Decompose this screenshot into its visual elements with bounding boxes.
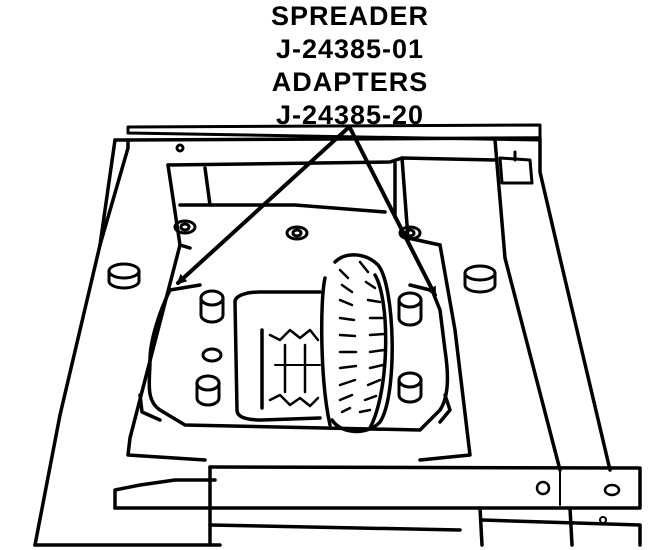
frame-bolts — [107, 143, 497, 294]
arrow-to-right-adapter — [348, 126, 437, 297]
spreader-part-number: J-24385-01 — [275, 34, 425, 64]
arrow-to-left-adapter — [176, 126, 350, 285]
differential-housing — [138, 283, 452, 432]
spreader-frame — [33, 123, 612, 547]
callout-arrows — [176, 126, 437, 297]
differential-case — [233, 290, 322, 422]
spreader-label: SPREADER — [270, 1, 430, 31]
adapters-label: ADAPTERS — [271, 67, 429, 97]
ring-gear — [319, 253, 394, 434]
spreader-screw-handle — [113, 465, 642, 547]
adapter-posts — [195, 289, 423, 407]
